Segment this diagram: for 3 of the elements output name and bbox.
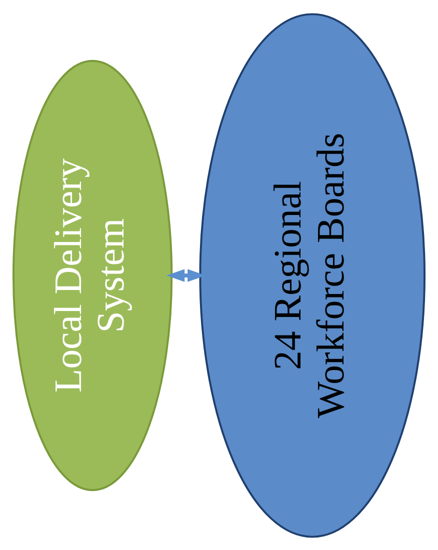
node-ellipse: Local Delivery System	[12, 59, 173, 491]
arrow	[166, 268, 206, 282]
node-ellipse: 24 Regional Workforce Boards	[199, 12, 426, 538]
